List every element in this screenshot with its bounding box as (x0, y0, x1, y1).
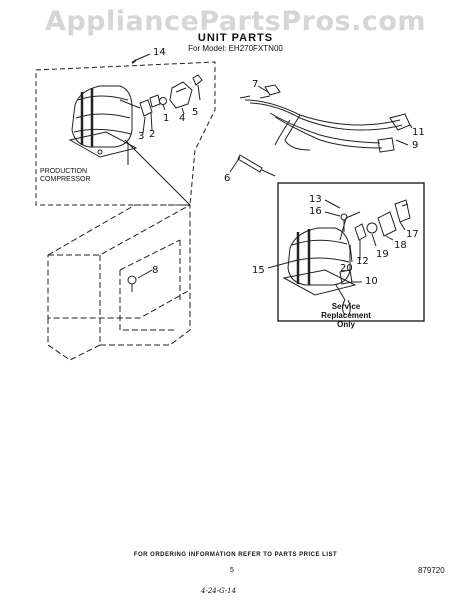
ordering-note: FOR ORDERING INFORMATION REFER TO PARTS … (133, 552, 338, 558)
production-compressor-label: PRODUCTION COMPRESSOR (40, 168, 91, 184)
service-label-line1: Service Replacement (321, 302, 371, 320)
callout-13: 13 (309, 194, 322, 205)
relay-parts-1-5 (131, 53, 203, 117)
callout-19: 19 (376, 249, 389, 260)
cabinet-frame (47, 204, 191, 361)
service-compressor (282, 211, 361, 316)
callout-14: 14 (153, 47, 166, 58)
callout-5: 5 (192, 107, 199, 118)
mounting-bolt (127, 269, 153, 292)
production-boundary (35, 61, 216, 206)
callout-6: 6 (224, 173, 231, 184)
callout-20: 20 (340, 263, 353, 274)
callout-4: 4 (179, 113, 186, 124)
callout-16: 16 (309, 206, 322, 217)
service-relay-parts (339, 199, 411, 285)
watermark: AppliancePartsPros.com (44, 6, 427, 37)
production-label-line1: PRODUCTION (40, 168, 88, 175)
callout-8: 8 (152, 265, 159, 276)
drier-tube (229, 154, 276, 177)
service-label-line2: Only (337, 320, 355, 329)
wiring-harness (239, 84, 411, 153)
production-compressor (68, 85, 191, 206)
callout-11: 11 (412, 127, 425, 138)
callout-7: 7 (252, 79, 259, 90)
callout-2: 2 (149, 129, 156, 140)
handwritten-note: 4-24-G-14 (201, 587, 237, 595)
document-number: 879720 (418, 566, 445, 575)
service-replacement-box (277, 182, 425, 322)
callout-10: 10 (365, 276, 378, 287)
page-number: 5 (230, 567, 234, 574)
production-label-line2: COMPRESSOR (40, 176, 91, 183)
service-replacement-label: Service Replacement Only (311, 302, 381, 329)
callout-15: 15 (252, 265, 265, 276)
callout-1: 1 (163, 113, 170, 124)
page-title: UNIT PARTS (197, 32, 274, 44)
callout-12: 12 (356, 256, 369, 267)
callout-17: 17 (406, 229, 419, 240)
callout-3: 3 (138, 131, 145, 142)
callout-18: 18 (394, 240, 407, 251)
model-subtitle: For Model: EH270FXTN00 (188, 44, 283, 53)
callout-9: 9 (412, 140, 419, 151)
